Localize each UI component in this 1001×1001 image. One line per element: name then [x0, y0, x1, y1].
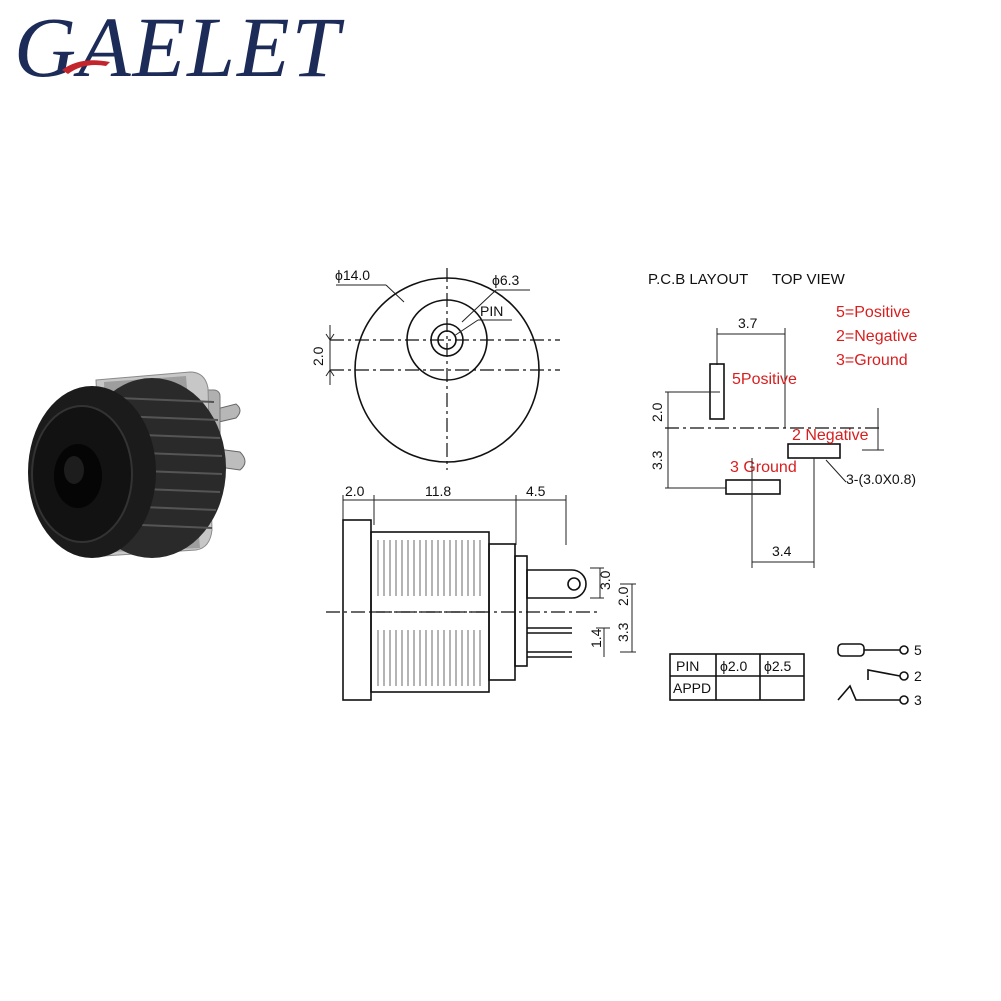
legend-positive: 5=Positive — [836, 304, 910, 321]
schematic-pin-5: 5 — [914, 642, 922, 658]
side-dim-body: 11.8 — [425, 483, 451, 499]
pcb-dim-left-upper: 2.0 — [649, 402, 665, 422]
side-dim-lug: 3.0 — [597, 570, 613, 590]
logo-swoosh-icon — [62, 60, 110, 74]
pin-label: PIN — [480, 303, 503, 319]
front-view: ϕ14.0 ϕ6.3 PIN 2.0 — [310, 267, 560, 470]
brand-logo: GAELET — [14, 0, 342, 95]
table-row-appd: APPD — [673, 680, 711, 696]
side-dim-tail: 4.5 — [526, 483, 546, 499]
outer-diameter-label: ϕ14.0 — [335, 267, 370, 283]
pad-label-negative: 2 Negative — [792, 427, 869, 444]
table-header-d20: ϕ2.0 — [720, 658, 748, 674]
pcb-dim-top: 3.7 — [738, 315, 758, 331]
schematic-pin-2: 2 — [914, 668, 922, 684]
pcb-layout: P.C.B LAYOUT TOP VIEW 5=Positive 2=Negat… — [648, 271, 917, 568]
side-dim-lug-offset: 2.0 — [615, 586, 631, 606]
pad-label-ground: 3 Ground — [730, 459, 797, 476]
table-header-d25: ϕ2.5 — [764, 658, 792, 674]
product-photo — [28, 371, 246, 558]
schematic-pin-3: 3 — [914, 692, 922, 708]
pcb-slot-label: 3-(3.0X0.8) — [846, 471, 916, 487]
pcb-subtitle: TOP VIEW — [772, 271, 846, 288]
pad-label-positive: 5Positive — [732, 371, 797, 388]
inner-diameter-label: ϕ6.3 — [492, 272, 520, 288]
pcb-dim-left-lower: 3.3 — [649, 450, 665, 470]
pcb-dim-bottom: 3.4 — [772, 543, 792, 559]
side-dim-flange: 2.0 — [345, 483, 365, 499]
pcb-title: P.C.B LAYOUT — [648, 271, 748, 288]
side-dim-pin-gap: 1.4 — [588, 628, 604, 648]
legend-ground: 3=Ground — [836, 352, 908, 369]
side-dim-pin-offset: 3.3 — [615, 622, 631, 642]
side-view: 2.0 11.8 4.5 — [326, 483, 636, 701]
legend-negative: 2=Negative — [836, 328, 917, 345]
pin-table: PIN ϕ2.0 ϕ2.5 APPD — [669, 653, 805, 701]
table-header-pin: PIN — [676, 658, 699, 674]
schematic-symbol: 5 2 3 — [837, 642, 922, 708]
front-offset-dim: 2.0 — [310, 346, 326, 366]
